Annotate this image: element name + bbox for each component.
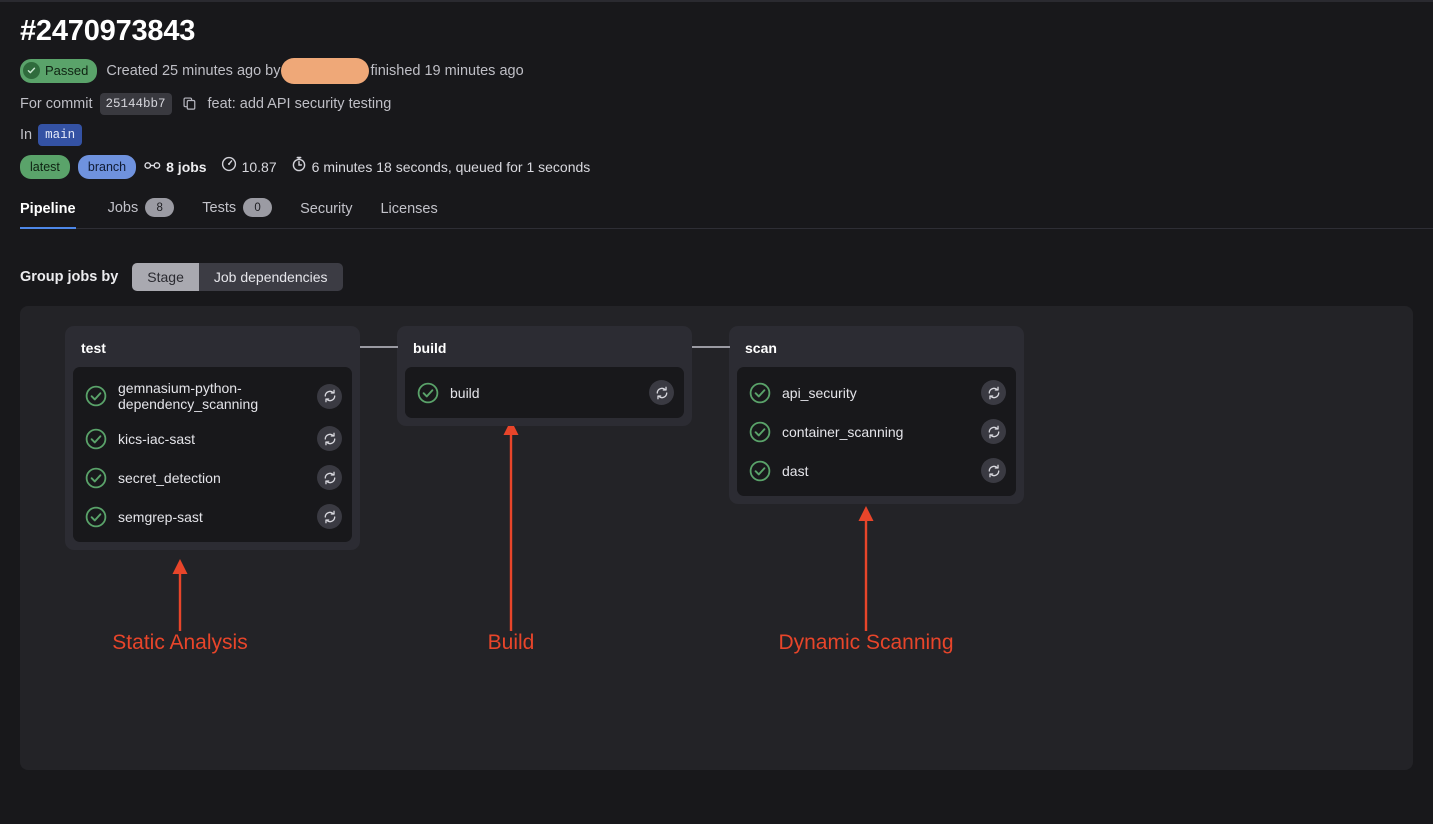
job-name: container_scanning [782, 423, 904, 440]
tag-branch: branch [77, 154, 137, 179]
in-label: In [20, 126, 33, 143]
job-item[interactable]: kics-iac-sast [73, 419, 352, 458]
stopwatch-icon [291, 156, 307, 177]
job-name: dast [782, 462, 809, 479]
job-name: kics-iac-sast [118, 430, 196, 447]
job-item[interactable]: semgrep-sast [73, 497, 352, 536]
commit-sha[interactable]: 25144bb7 [99, 92, 172, 115]
job-status-passed-icon [749, 421, 771, 443]
annotation-arrow [858, 506, 874, 631]
tab-pipeline[interactable]: Pipeline [20, 201, 94, 229]
for-commit-label: For commit [20, 95, 93, 112]
tab-tests[interactable]: Tests 0 [188, 198, 286, 229]
pipeline-graph-canvas: test gemnasium-python-dependency_scanning… [20, 306, 1413, 770]
job-name: build [450, 384, 480, 401]
job-name: semgrep-sast [118, 508, 203, 525]
top-divider [0, 0, 1433, 2]
tab-label: Security [300, 201, 353, 217]
tab-jobs[interactable]: Jobs 8 [94, 198, 189, 229]
stage-connector-line [692, 346, 730, 348]
job-item[interactable]: api_security [737, 373, 1016, 412]
created-text: Created 25 minutes ago by [106, 62, 281, 79]
job-status-passed-icon [85, 428, 107, 450]
job-item[interactable]: container_scanning [737, 412, 1016, 451]
status-row: Passed Created 25 minutes ago by finishe… [20, 57, 1413, 84]
tab-count-badge: 0 [243, 198, 273, 217]
job-item[interactable]: gemnasium-python-dependency_scanning [73, 373, 352, 419]
stage-title: build [413, 340, 447, 356]
job-retry-icon[interactable] [649, 380, 674, 405]
job-retry-icon[interactable] [317, 504, 342, 529]
tab-label: Licenses [380, 201, 438, 217]
group-jobs-by-label: Group jobs by [20, 269, 119, 285]
tab-bar: Pipeline Jobs 8 Tests 0 Security Licenses [20, 198, 1433, 229]
gauge-icon [221, 156, 237, 177]
annotation-label: Build [487, 631, 535, 654]
tab-count-badge: 8 [145, 198, 175, 217]
commit-row: For commit 25144bb7 feat: add API securi… [20, 92, 1413, 115]
commit-message[interactable]: feat: add API security testing [207, 95, 392, 112]
job-retry-icon[interactable] [981, 380, 1006, 405]
status-badge: Passed [20, 58, 98, 83]
job-status-passed-icon [417, 382, 439, 404]
page-title: #2470973843 [20, 15, 196, 47]
pipeline-icon [144, 157, 161, 177]
coverage-stat: 10.87 [221, 156, 277, 177]
tab-label: Pipeline [20, 201, 76, 217]
tab-label: Tests [202, 199, 237, 216]
group-by-option-stage[interactable]: Stage [132, 263, 199, 291]
job-status-passed-icon [749, 382, 771, 404]
job-status-passed-icon [85, 467, 107, 489]
stage-card-build: build build [397, 326, 692, 426]
job-retry-icon[interactable] [317, 383, 342, 409]
annotation-arrow [503, 420, 519, 631]
job-retry-icon[interactable] [981, 419, 1006, 444]
job-retry-icon[interactable] [317, 465, 342, 490]
tag-latest: latest [20, 154, 70, 179]
jobs-stat: 8 jobs [144, 157, 207, 177]
group-by-option-job-dependencies[interactable]: Job dependencies [198, 263, 343, 291]
annotation-arrow [172, 559, 188, 631]
pipeline-header: #2470973843 Passed Created 25 minutes ag… [20, 15, 1413, 188]
stage-title: scan [745, 340, 777, 356]
annotation-label: Static Analysis [112, 631, 248, 654]
job-retry-icon[interactable] [317, 426, 342, 451]
pipeline-graph: test gemnasium-python-dependency_scanning… [20, 306, 1413, 770]
job-retry-icon[interactable] [981, 458, 1006, 483]
job-name: secret_detection [118, 469, 221, 486]
job-status-passed-icon [85, 385, 107, 407]
check-circle-icon [23, 62, 40, 80]
job-status-passed-icon [749, 460, 771, 482]
stage-connector-line [360, 346, 398, 348]
tab-security[interactable]: Security [286, 201, 366, 229]
duration-value: 6 minutes 18 seconds, queued for 1 secon… [311, 158, 591, 175]
coverage-value: 10.87 [241, 158, 277, 175]
job-status-passed-icon [85, 506, 107, 528]
finished-text: finished 19 minutes ago [370, 62, 524, 79]
tab-label: Jobs [107, 199, 139, 216]
job-item[interactable]: dast [737, 451, 1016, 490]
job-name: gemnasium-python-dependency_scanning [118, 380, 259, 412]
stage-title: test [81, 340, 106, 356]
duration-stat: 6 minutes 18 seconds, queued for 1 secon… [291, 156, 591, 177]
stats-row: latest branch 8 jobs [20, 154, 1413, 179]
branch-row: In main [20, 123, 1413, 146]
tab-licenses[interactable]: Licenses [366, 201, 451, 229]
branch-pill[interactable]: main [38, 123, 83, 146]
jobs-stat-label: 8 jobs [166, 158, 207, 175]
job-list: build [405, 367, 684, 418]
job-item[interactable]: secret_detection [73, 458, 352, 497]
annotation-label: Dynamic Scanning [778, 631, 954, 654]
job-name: api_security [782, 384, 857, 401]
copy-icon[interactable] [179, 93, 201, 115]
stage-card-test: test gemnasium-python-dependency_scanning… [65, 326, 360, 550]
redacted-author [281, 57, 370, 84]
status-badge-label: Passed [45, 62, 89, 78]
job-item[interactable]: build [405, 373, 684, 412]
